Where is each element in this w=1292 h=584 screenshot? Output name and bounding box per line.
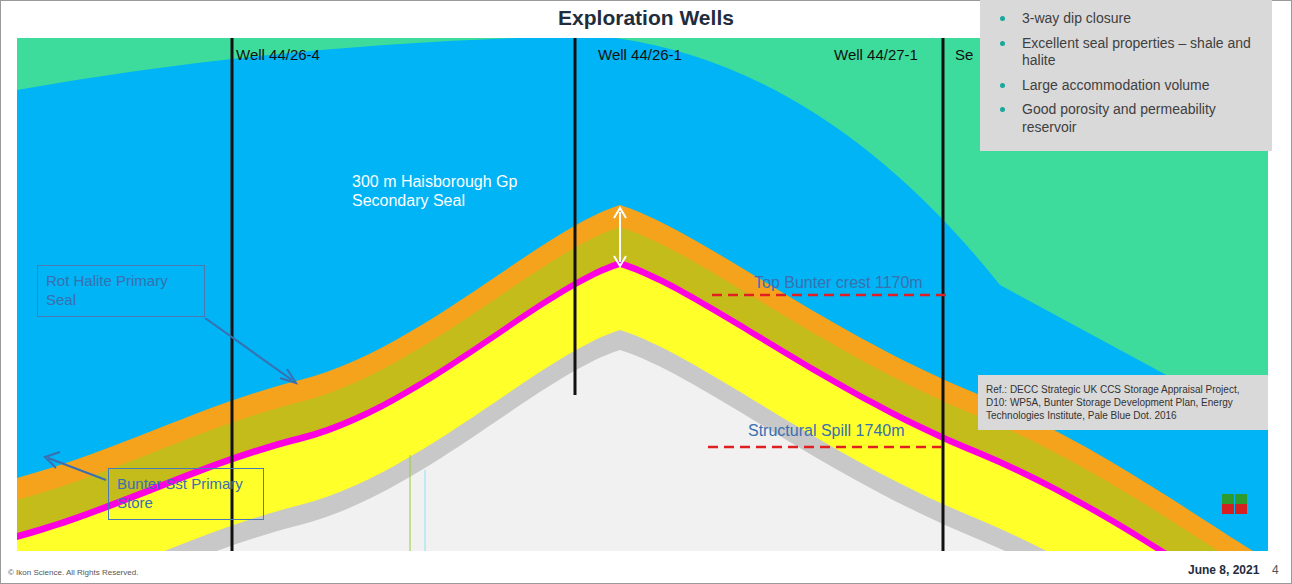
- date: June 8, 2021: [1188, 563, 1259, 577]
- bullet-dot: [1000, 41, 1005, 46]
- bullet-dot: [1000, 83, 1005, 88]
- page-number: 4: [1272, 563, 1279, 577]
- well-name: Well 44/26-4: [236, 46, 320, 63]
- box-text: Bunter Sst Primary Store: [117, 475, 255, 513]
- label-box: Bunter Sst Primary Store: [108, 468, 264, 520]
- copyright: © Ikon Science. All Rights Reserved.: [8, 568, 138, 577]
- box-text: Ref.: DECC Strategic UK CCS Storage Appr…: [986, 383, 1260, 422]
- well-name: Well 44/27-1: [834, 46, 918, 63]
- bullet-dot: [1000, 16, 1005, 21]
- well-name: Se: [955, 46, 973, 63]
- box-text: Excellent seal properties – shale and ha…: [988, 35, 1264, 70]
- bullet-panel: 3-way dip closureExcellent seal properti…: [980, 0, 1272, 151]
- seal-label: 300 m Haisborough Gp Secondary Seal: [352, 172, 552, 210]
- depth-label: Top Bunter crest 1170m: [754, 274, 923, 292]
- box-text: Rot Halite Primary Seal: [46, 272, 196, 310]
- bullet-dot: [1000, 107, 1005, 112]
- label-box: Rot Halite Primary Seal: [37, 265, 205, 317]
- well-name: Well 44/26-1: [598, 46, 682, 63]
- depth-label: Structural Spill 1740m: [748, 422, 905, 440]
- box-text: 3-way dip closure: [988, 10, 1264, 28]
- reference-box: Ref.: DECC Strategic UK CCS Storage Appr…: [978, 375, 1268, 430]
- box-text: Large accommodation volume: [988, 77, 1264, 95]
- box-text: Good porosity and permeability reservoir: [988, 101, 1264, 136]
